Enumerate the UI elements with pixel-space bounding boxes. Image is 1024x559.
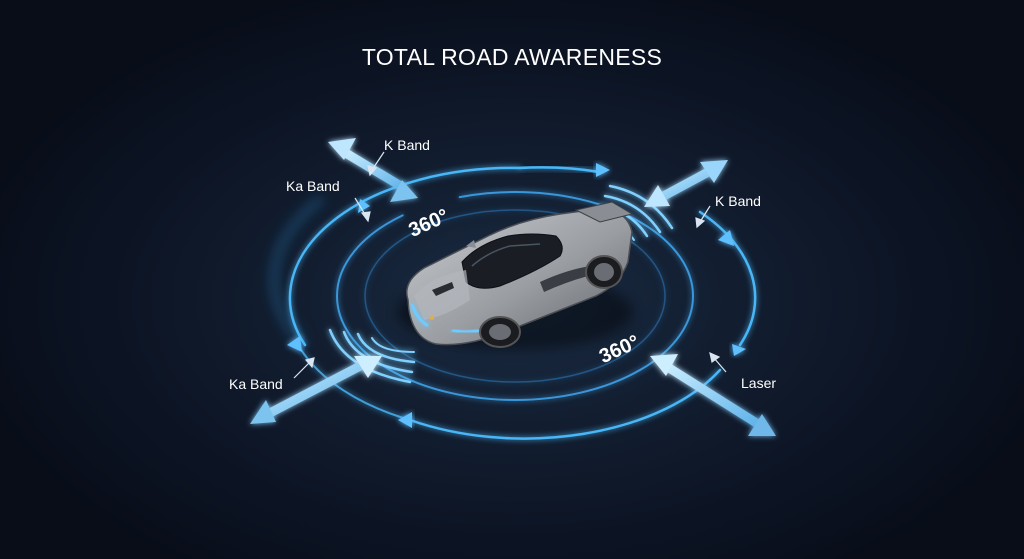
ka-band-bottom-label: Ka Band bbox=[229, 376, 283, 392]
pointer-arrow-icon bbox=[709, 351, 721, 364]
k-band-top-label: K Band bbox=[384, 137, 430, 153]
ring-arrow-icon bbox=[596, 163, 610, 177]
outer-ring bbox=[270, 166, 757, 440]
coverage-rings bbox=[270, 163, 757, 440]
pointer-k-band-right bbox=[699, 205, 711, 223]
pointer-arrow-icon bbox=[304, 357, 315, 369]
ring-arrow-icon bbox=[718, 230, 734, 246]
pointer-arrow-icon bbox=[360, 211, 371, 223]
pointer-arrow-icon bbox=[695, 217, 706, 229]
ring-arrow-icon bbox=[398, 412, 412, 428]
sports-car-icon bbox=[397, 201, 634, 350]
ring-arrow-icon bbox=[732, 344, 746, 356]
ring-arrow-icon bbox=[358, 199, 370, 213]
ka-band-top-label: Ka Band bbox=[286, 178, 340, 194]
pointer-laser bbox=[713, 357, 727, 373]
laser-arrow bbox=[650, 354, 776, 436]
k-band-right-label: K Band bbox=[715, 193, 761, 209]
inner-ring bbox=[336, 191, 694, 401]
pointer-ka-band-bottom bbox=[293, 361, 311, 379]
pointer-arrow-icon bbox=[367, 165, 378, 177]
pointer-arrows bbox=[293, 151, 727, 379]
k-band-right-arrow bbox=[644, 160, 728, 207]
ring-arrow-icon bbox=[287, 336, 302, 352]
laser-label: Laser bbox=[741, 375, 776, 391]
ka-band-bottom-arrow bbox=[250, 356, 382, 424]
page-title: TOTAL ROAD AWARENESS bbox=[361, 44, 663, 70]
